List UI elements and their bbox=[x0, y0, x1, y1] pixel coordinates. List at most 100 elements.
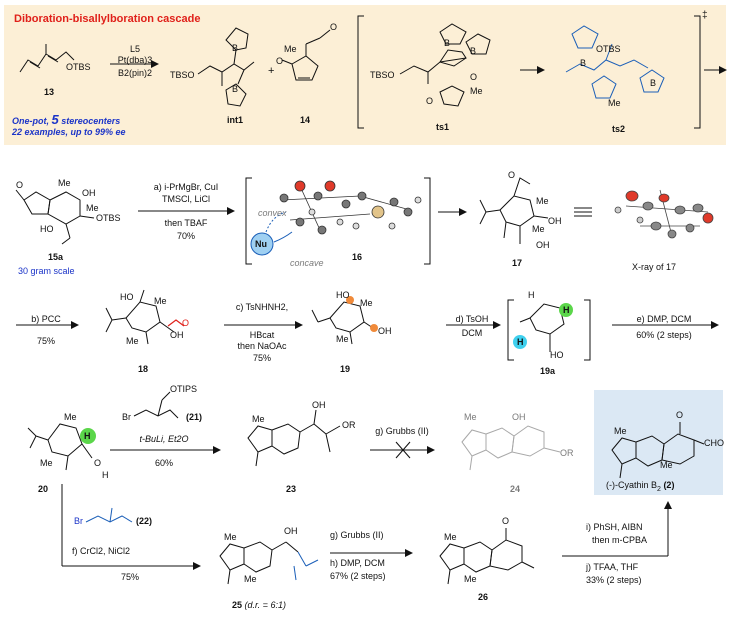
cyathin-name-sub: 2 bbox=[657, 485, 661, 493]
compound-20-core bbox=[47, 423, 83, 457]
compound-25-ring-a bbox=[219, 543, 245, 571]
compound-25-ring-b bbox=[243, 541, 273, 573]
nucleophile-circle bbox=[250, 232, 274, 256]
compound-label-15a: 15a bbox=[48, 252, 64, 262]
onepot-number: 5 bbox=[51, 112, 59, 127]
atom-oh-24: OH bbox=[512, 412, 526, 422]
atom-me-cyathin-a: Me bbox=[614, 426, 627, 436]
atom-br-22: Br bbox=[74, 516, 83, 526]
ts-bracket-right bbox=[694, 15, 701, 129]
compound-label-19a: 19a bbox=[540, 366, 556, 376]
compound-15a-ring-a bbox=[23, 191, 51, 215]
reagent-step0-1: L5 bbox=[129, 44, 140, 54]
reagent-c-2: HBcat bbox=[249, 330, 275, 340]
concave-label: concave bbox=[290, 258, 324, 268]
atom-otbs-13: OTBS bbox=[66, 62, 91, 72]
compound-label-18: 18 bbox=[138, 364, 149, 374]
reagent-ij-2: then m-CPBA bbox=[592, 535, 648, 545]
reagent-gh-3: 67% (2 steps) bbox=[330, 571, 386, 581]
compound-label-ts2: ts2 bbox=[612, 124, 626, 134]
atom-b-ts1-b: B bbox=[470, 46, 477, 56]
ts2-skeleton bbox=[565, 59, 649, 73]
compound-label-22: (22) bbox=[136, 516, 153, 526]
model-bracket-left bbox=[245, 177, 252, 265]
reagent-e-2: 60% (2 steps) bbox=[636, 330, 692, 340]
reagent-b-2: 75% bbox=[36, 336, 55, 346]
atom-or-24: OR bbox=[560, 448, 574, 458]
enone-14-ring bbox=[291, 55, 319, 81]
reagent-c-4: 75% bbox=[252, 353, 271, 363]
compound-label-ts1: ts1 bbox=[436, 122, 450, 132]
atom-me-19-b: Me bbox=[336, 334, 349, 344]
atom-ho-19: HO bbox=[336, 290, 350, 300]
h-highlight-19a-green bbox=[559, 303, 573, 317]
atom-cho-cyathin: CHO bbox=[704, 438, 724, 448]
int1-skeleton bbox=[197, 61, 255, 75]
compound-label-25: 25 bbox=[232, 600, 243, 610]
atom-oh-17-a: OH bbox=[548, 216, 562, 226]
atom-oh-23: OH bbox=[312, 400, 326, 410]
atom-b-int1-b: B bbox=[232, 84, 239, 94]
atom-me-17-b: Me bbox=[532, 224, 545, 234]
compound-26-ring-a bbox=[439, 543, 465, 571]
compound-25-dr: (d.r. = 6:1) bbox=[242, 600, 286, 610]
reagent-ij-3: j) TFAA, THF bbox=[586, 562, 639, 572]
reagent-d-2: DCM bbox=[461, 328, 483, 338]
atom-o-cyathin: O bbox=[676, 410, 684, 420]
ts-bracket-left bbox=[357, 15, 364, 129]
atom-tbso-int1: TBSO bbox=[170, 70, 195, 80]
atom-o-15a: O bbox=[16, 180, 24, 190]
banner-title: Diboration-bisallylboration cascade bbox=[14, 13, 201, 25]
atom-otips-21: OTIPS bbox=[170, 384, 198, 394]
reagent-gh-1: g) Grubbs (II) bbox=[330, 530, 384, 540]
compound-24-ring-a bbox=[461, 429, 487, 457]
reagent-gh-2: h) DMP, DCM bbox=[330, 558, 385, 568]
atom-me-25-b: Me bbox=[244, 574, 257, 584]
nu-label: Nu bbox=[255, 239, 267, 249]
reagent-22-skeleton bbox=[85, 515, 133, 523]
atom-h-19a: H bbox=[528, 290, 535, 300]
atom-h-20-green: H bbox=[84, 431, 91, 441]
reagent-ij-4: 33% (2 steps) bbox=[586, 575, 642, 585]
compound-26-ring-c bbox=[489, 539, 523, 571]
compound-24-ring-b bbox=[485, 427, 515, 459]
ts19a-bracket-left bbox=[507, 299, 514, 361]
atom-b-ts2-a: B bbox=[580, 58, 587, 68]
compound-15a-ring-b bbox=[47, 191, 81, 225]
plus-sign: + bbox=[268, 65, 275, 77]
atom-me-23: Me bbox=[252, 414, 265, 424]
atom-o-ts1-a: O bbox=[426, 96, 434, 106]
atom-me-15a-b: Me bbox=[86, 203, 99, 213]
reagent-tbuli-2: 60% bbox=[154, 458, 173, 468]
atom-h-20-ald: H bbox=[102, 470, 109, 480]
reagent-f-2: 75% bbox=[120, 572, 139, 582]
ts-dagger: ‡ bbox=[702, 10, 708, 21]
cyathin-ring-c bbox=[661, 433, 695, 465]
h-highlight-20-green bbox=[80, 428, 96, 444]
atom-h-19a-green: H bbox=[563, 305, 570, 315]
reagent-21-skeleton bbox=[133, 409, 179, 419]
compound-label-int1: int1 bbox=[227, 115, 244, 125]
atom-otbs-15a: OTBS bbox=[96, 213, 121, 223]
model-bracket-right bbox=[424, 177, 431, 265]
atom-h-19a-cyan: H bbox=[517, 337, 524, 347]
atom-me-ts2: Me bbox=[608, 98, 621, 108]
h-highlight-19a-cyan bbox=[513, 335, 527, 349]
atom-oh-25: OH bbox=[284, 526, 298, 536]
compound-19-core bbox=[329, 301, 365, 333]
reagent-g1: g) Grubbs (II) bbox=[375, 426, 429, 436]
onepot-suffix: stereocenters bbox=[58, 116, 121, 126]
reagent-a-1: a) i-PrMgBr, CuI bbox=[153, 182, 219, 192]
atom-ho-19a: HO bbox=[550, 350, 564, 360]
compound-label-17: 17 bbox=[512, 258, 523, 268]
convex-label: convex bbox=[258, 208, 287, 218]
atom-tbso-ts1: TBSO bbox=[370, 70, 395, 80]
xray-ortep bbox=[614, 189, 714, 239]
atom-me-20: Me bbox=[64, 412, 77, 422]
reagent-a-4: 70% bbox=[176, 231, 195, 241]
atom-oh-19: OH bbox=[378, 326, 392, 336]
reagent-f-1: f) CrCl2, NiCl2 bbox=[72, 546, 131, 556]
atom-me-cyathin-b: Me bbox=[660, 460, 673, 470]
compound-23-ring-b bbox=[271, 423, 301, 455]
